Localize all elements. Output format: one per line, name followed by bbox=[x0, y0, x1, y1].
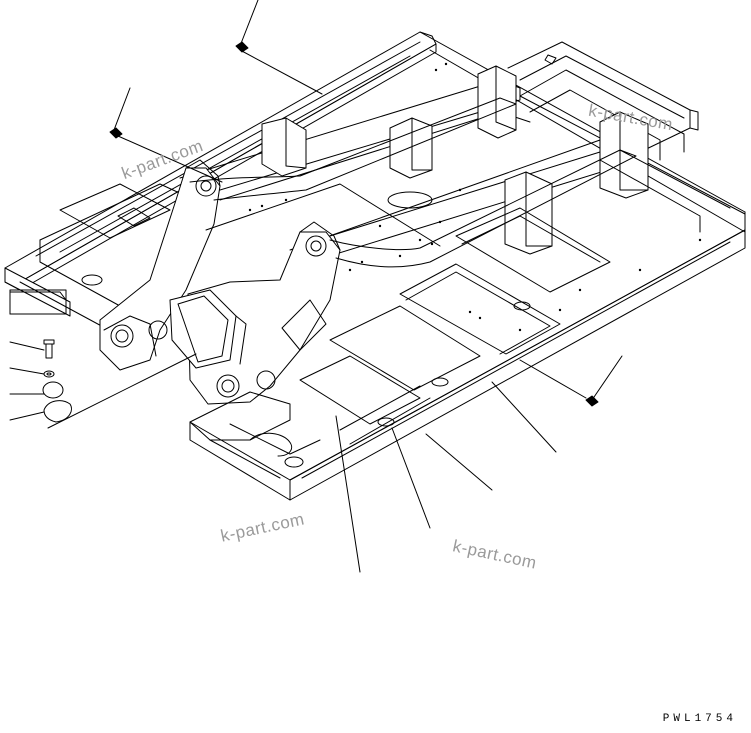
rear-side-rail bbox=[4, 31, 437, 291]
right-frame-rail bbox=[289, 31, 746, 501]
rivet-dots bbox=[248, 62, 702, 332]
drawing-code: PWL1754 bbox=[662, 713, 737, 725]
grommet-icon bbox=[109, 41, 599, 407]
front-deck bbox=[189, 229, 746, 501]
brackets bbox=[261, 65, 649, 255]
leader-lines bbox=[9, 0, 623, 573]
curved-girders bbox=[189, 97, 637, 268]
center-longitudinal-beams bbox=[179, 79, 641, 281]
washer-icon bbox=[43, 370, 55, 378]
boom-foot-plates bbox=[99, 159, 341, 405]
plate-icon bbox=[43, 400, 72, 423]
left-deck bbox=[4, 183, 187, 337]
plug-icon bbox=[42, 381, 64, 399]
bolt-icon bbox=[43, 339, 55, 359]
